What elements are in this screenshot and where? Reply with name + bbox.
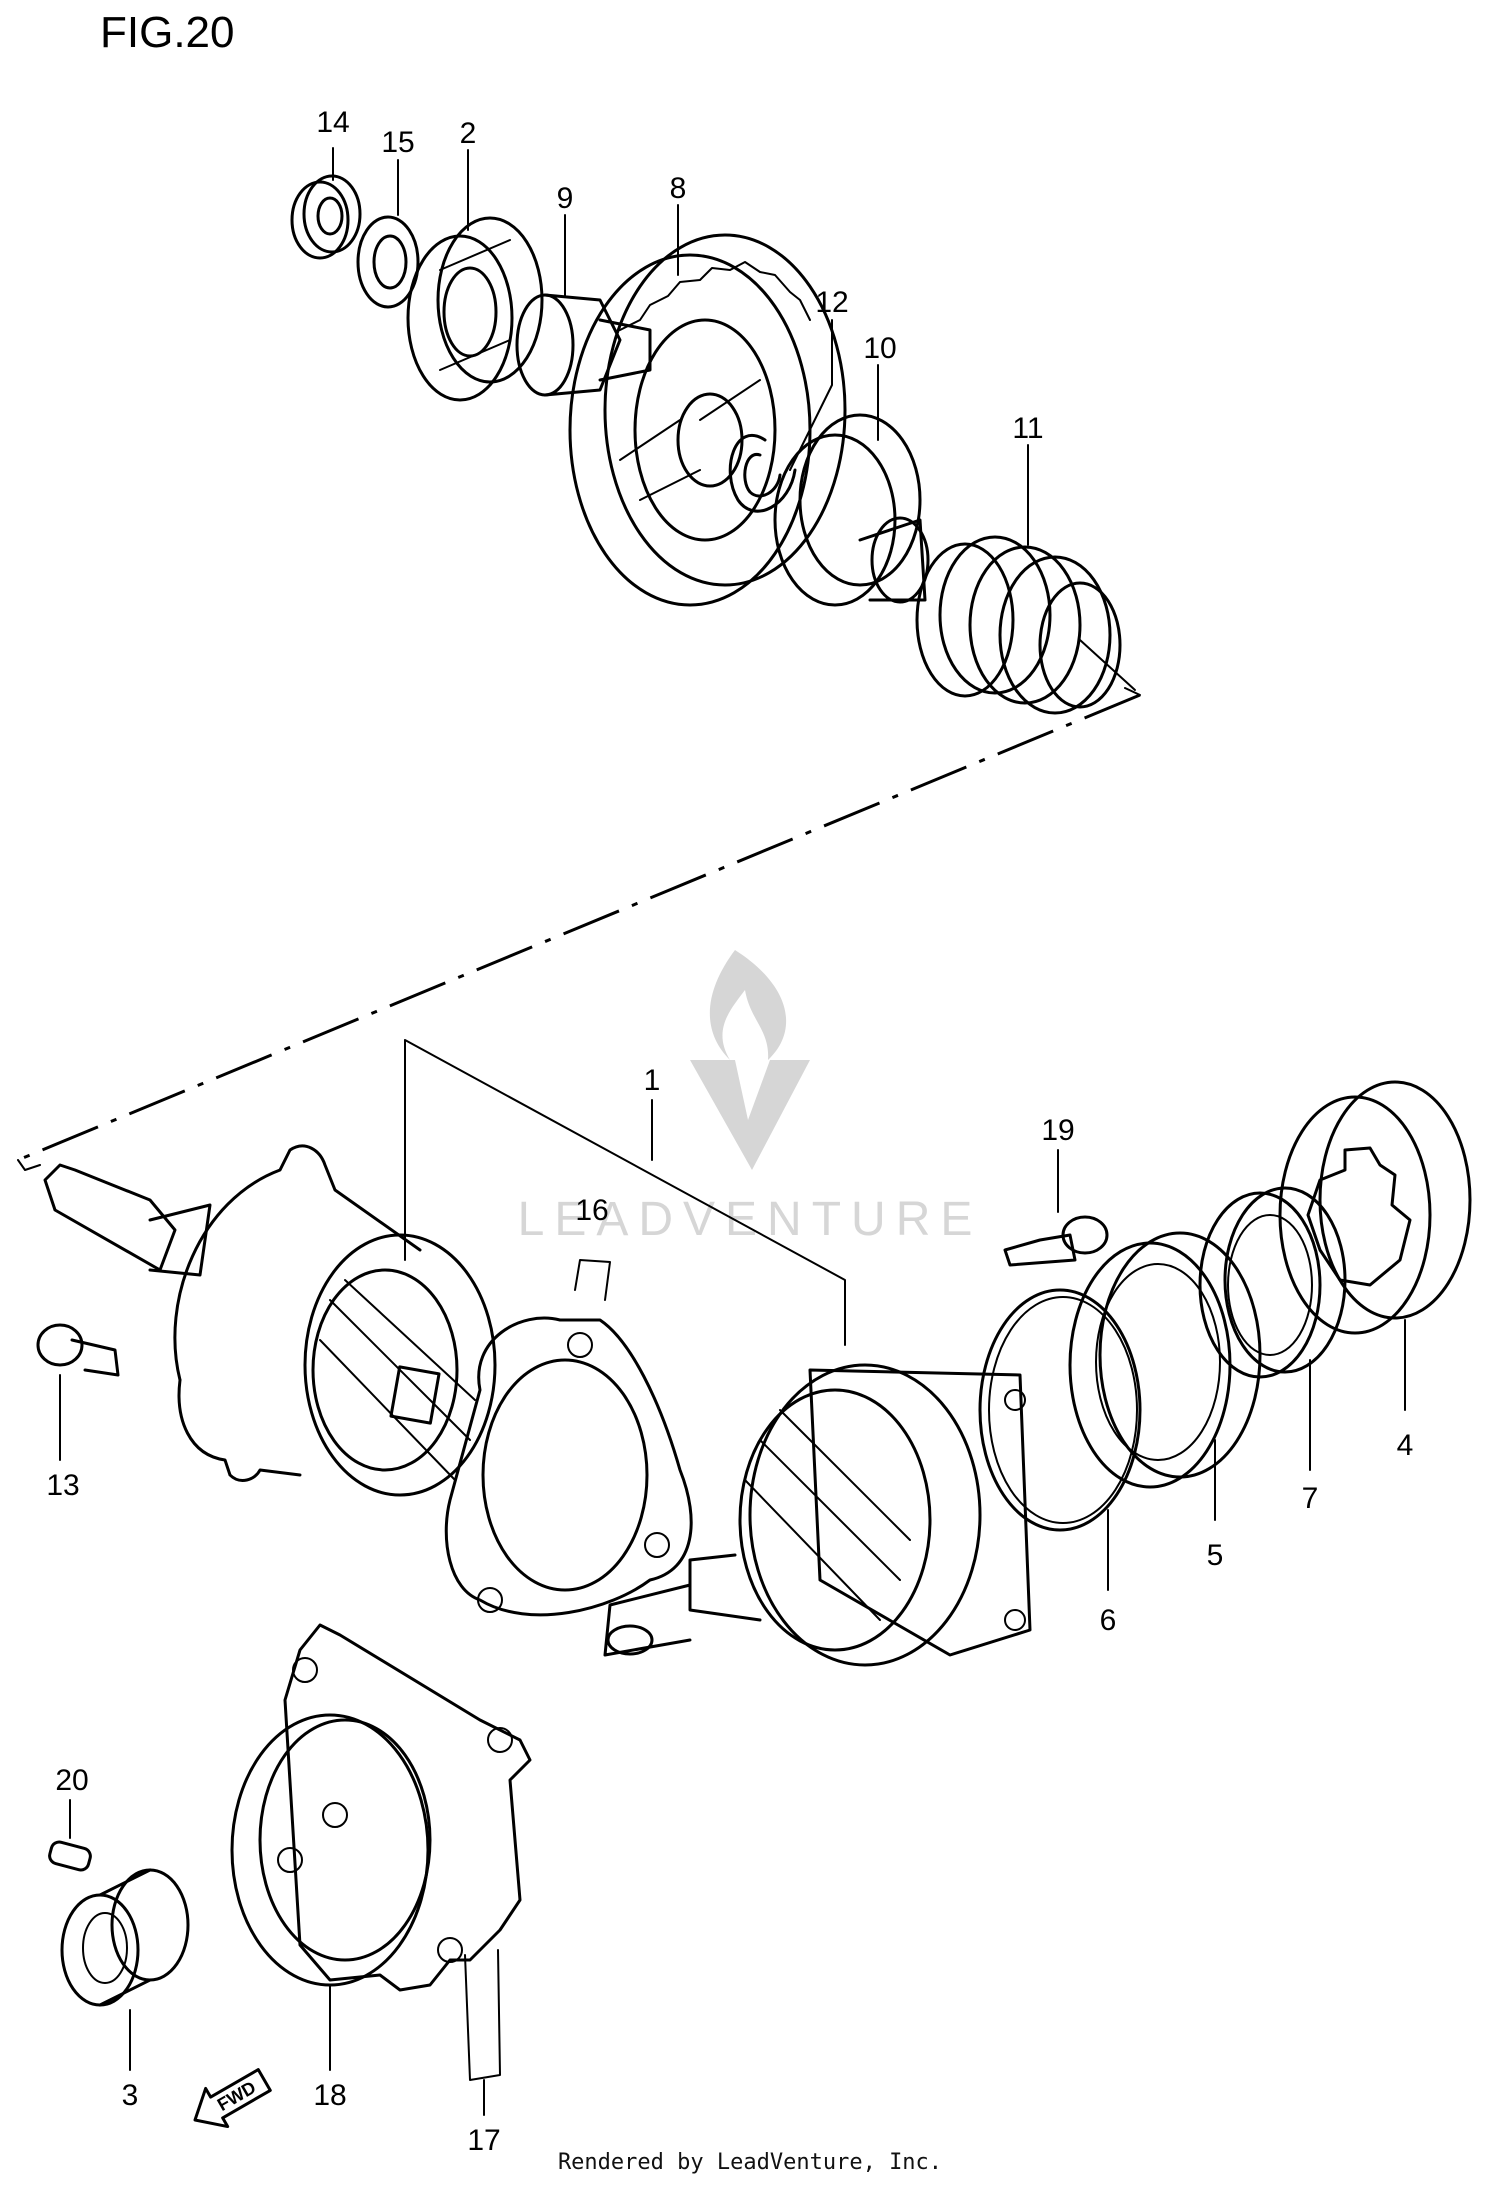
leadventure-watermark: LEADVENTURE (518, 950, 983, 1246)
part-13-bolt (36, 1323, 120, 1461)
part-10-hub (773, 413, 930, 607)
callout-12: 12 (815, 286, 848, 319)
callout-5: 5 (1207, 1539, 1224, 1572)
callout-14: 14 (316, 106, 349, 139)
assembly-dashed-line (17, 693, 1141, 1162)
part-3-needle-bearing (60, 1868, 190, 2071)
callout-leaders (332, 147, 1406, 1591)
callout-6: 6 (1100, 1604, 1117, 1637)
callout-4: 4 (1397, 1429, 1414, 1462)
callout-7: 7 (1302, 1482, 1319, 1515)
render-credit: Rendered by LeadVenture, Inc. (557, 2150, 943, 2175)
callout-1: 1 (644, 1064, 661, 1097)
callout-3: 3 (122, 2079, 139, 2112)
callout-20: 20 (55, 1764, 88, 1797)
assembly-bracket-line (17, 687, 1141, 1171)
part-7-bearing-ring (1198, 1186, 1347, 1379)
part-4-lock-nut (1278, 1080, 1472, 1335)
part-9-collar (515, 293, 652, 397)
part-12-circlip (728, 433, 797, 513)
flame-logo-icon (709, 950, 787, 1060)
callout-16: 16 (575, 1194, 608, 1227)
part-16-gasket (444, 1259, 693, 1617)
part-8-gear (568, 233, 847, 607)
callout-2: 2 (460, 117, 477, 150)
callout-19: 19 (1041, 1114, 1074, 1147)
part-19-bolt (1003, 1149, 1109, 1267)
callout-18: 18 (313, 2079, 346, 2112)
callout-9: 9 (557, 182, 574, 215)
part-20-pin (48, 1799, 92, 1872)
part-5-seal-ring (1068, 1231, 1262, 1489)
watermark-text: LEADVENTURE (518, 1193, 983, 1246)
part-17-gasket (283, 1623, 532, 2116)
callout-10: 10 (863, 332, 896, 365)
v-logo-icon (690, 1060, 810, 1170)
part-18-cover (230, 1713, 432, 2071)
part-1-housing-center (603, 1363, 1032, 1667)
callout-17: 17 (467, 2124, 500, 2157)
part-2-bearing (406, 216, 544, 402)
callout-13: 13 (46, 1469, 79, 1502)
part-11-spring (915, 535, 1136, 715)
fwd-arrow-icon: FWD (193, 2068, 272, 2129)
callout-labels: 1 2 3 4 5 6 7 8 9 10 11 12 13 14 15 16 1… (46, 106, 1413, 2157)
callout-11: 11 (1012, 412, 1043, 445)
part-6-o-ring (978, 1288, 1142, 1532)
part-1-housing-left (43, 1144, 497, 1497)
callout-8: 8 (670, 172, 687, 205)
leader-bracket-1 (404, 1039, 846, 1346)
part-14-nut (290, 174, 362, 260)
part-15-washer (356, 215, 420, 309)
callout-15: 15 (381, 126, 414, 159)
figure-title: FIG.20 (100, 8, 235, 57)
